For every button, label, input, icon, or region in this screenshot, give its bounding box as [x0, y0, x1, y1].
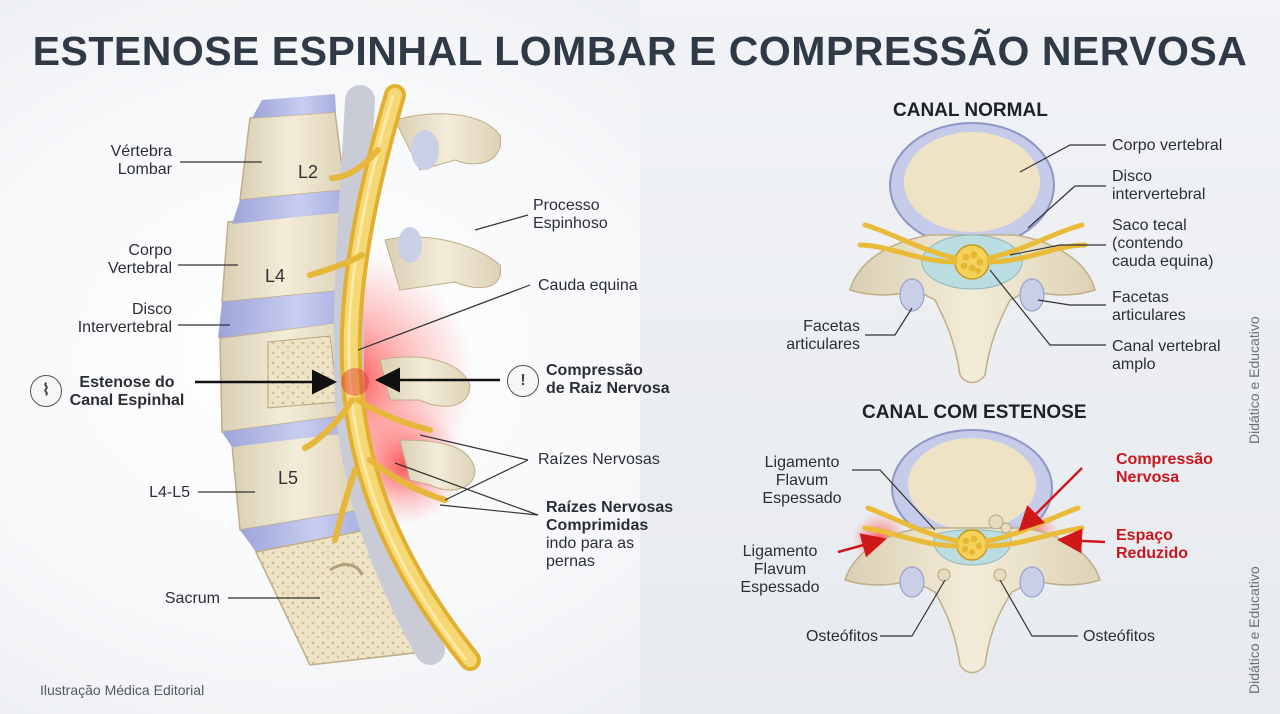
- side-text-lower: Didático e Educativo: [1246, 566, 1262, 694]
- label-ligamento-flavum-2: Ligamento Flavum Espessado: [740, 543, 820, 596]
- heading-canal-normal: CANAL NORMAL: [893, 100, 1048, 121]
- label-processo-espinhoso: Processo Espinhoso: [533, 197, 608, 232]
- label-cauda-equina: Cauda equina: [538, 277, 638, 294]
- label-facetas-right: Facetas articulares: [1112, 289, 1186, 324]
- label-saco-tecal: Saco tecal (contendo cauda equina): [1112, 217, 1214, 270]
- label-compressao-nervosa: Compressão Nervosa: [1116, 451, 1213, 486]
- stenosis-axial-vertebra: [837, 429, 1106, 674]
- sagittal-spine: L2 L4 L5: [178, 84, 539, 671]
- side-text-upper: Didático e Educativo: [1246, 316, 1262, 444]
- normal-axial-vertebra: [849, 122, 1106, 384]
- label-compressao-raiz: Compressão de Raiz Nervosa: [546, 362, 670, 397]
- vertebra-l4-text: L4: [265, 266, 285, 286]
- label-estenose-canal: Estenose do Canal Espinhal: [69, 374, 185, 409]
- label-osteofitos-left: Osteófitos: [805, 628, 878, 645]
- spine-icon: ⌇: [30, 375, 62, 407]
- label-l4-l5: L4-L5: [149, 484, 190, 501]
- label-sacrum: Sacrum: [164, 590, 220, 607]
- label-raizes-nervosas: Raízes Nervosas: [538, 451, 660, 468]
- label-corpo-vertebral-normal: Corpo vertebral: [1112, 137, 1223, 154]
- vertebra-l2-text: L2: [298, 162, 318, 182]
- vertebra-l5-text: L5: [278, 468, 298, 488]
- label-facetas-left: Facetas articulares: [786, 318, 860, 353]
- label-raizes-comprimidas: Raízes Nervosas Comprimidas: [546, 499, 674, 534]
- label-indo-pernas: indo para as pernas: [546, 535, 635, 570]
- label-disco-normal: Disco intervertebral: [1112, 168, 1206, 203]
- label-osteofitos-right: Osteófitos: [1083, 628, 1156, 645]
- label-espaco-reduzido: Espaço Reduzido: [1116, 527, 1188, 562]
- label-canal-amplo: Canal vertebral amplo: [1112, 338, 1221, 373]
- label-corpo-vertebral: Corpo Vertebral: [107, 242, 172, 277]
- label-vertebra-lombar: Vértebra Lombar: [110, 143, 172, 178]
- label-disco-intervertebral: Disco Intervertebral: [77, 301, 172, 336]
- label-ligamento-flavum-1: Ligamento Flavum Espessado: [762, 454, 842, 507]
- footer-credit: Ilustração Médica Editorial: [40, 682, 205, 698]
- warning-icon: !: [507, 365, 539, 397]
- heading-canal-estenose: CANAL COM ESTENOSE: [862, 402, 1087, 423]
- page-title: ESTENOSE ESPINHAL LOMBAR E COMPRESSÃO NE…: [32, 28, 1248, 74]
